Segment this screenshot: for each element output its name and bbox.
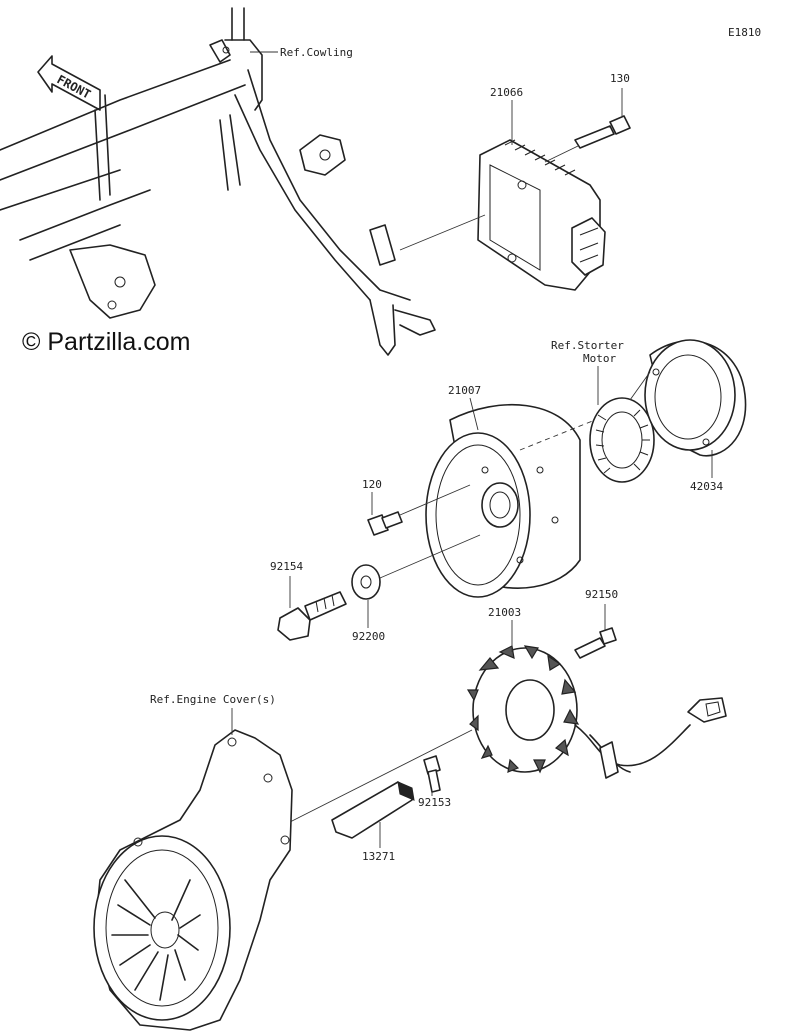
starter-clutch-drawing [589,397,655,483]
front-arrow-icon: FRONT [37,55,101,111]
washer-92200 [351,564,381,600]
ref-cowling-label: Ref.Cowling [280,46,353,59]
bolt-120 [367,511,403,536]
ref-starter-motor-label-2: Motor [583,352,616,365]
part-label-92153: 92153 [418,796,451,809]
part-label-92154: 92154 [270,560,303,573]
part-label-42034: 42034 [690,480,723,493]
ring-gear-42034 [644,339,747,457]
part-label-21066: 21066 [490,86,523,99]
part-label-21003: 21003 [488,606,521,619]
screw-92153 [423,755,441,793]
regulator-rectifier-21066 [477,139,606,291]
diagram-id: E1810 [728,26,761,39]
ref-starter-motor-label-1: Ref.Storter [551,339,624,352]
engine-cover-drawing [93,729,293,1031]
copyright-watermark: © Partzilla.com [22,328,190,356]
plate-13271 [331,781,415,839]
part-label-92200: 92200 [352,630,385,643]
screw-92150 [574,627,617,659]
stator-21003 [466,645,727,779]
flywheel-rotor-21007 [425,403,581,598]
part-label-13271: 13271 [362,850,395,863]
part-label-92150: 92150 [585,588,618,601]
bolt-92154 [277,591,347,641]
bolt-130 [574,115,631,149]
frame-bracket-drawing [0,7,436,356]
part-label-21007: 21007 [448,384,481,397]
part-label-120: 120 [362,478,382,491]
part-label-130: 130 [610,72,630,85]
ref-engine-cover-label: Ref.Engine Cover(s) [150,693,276,706]
